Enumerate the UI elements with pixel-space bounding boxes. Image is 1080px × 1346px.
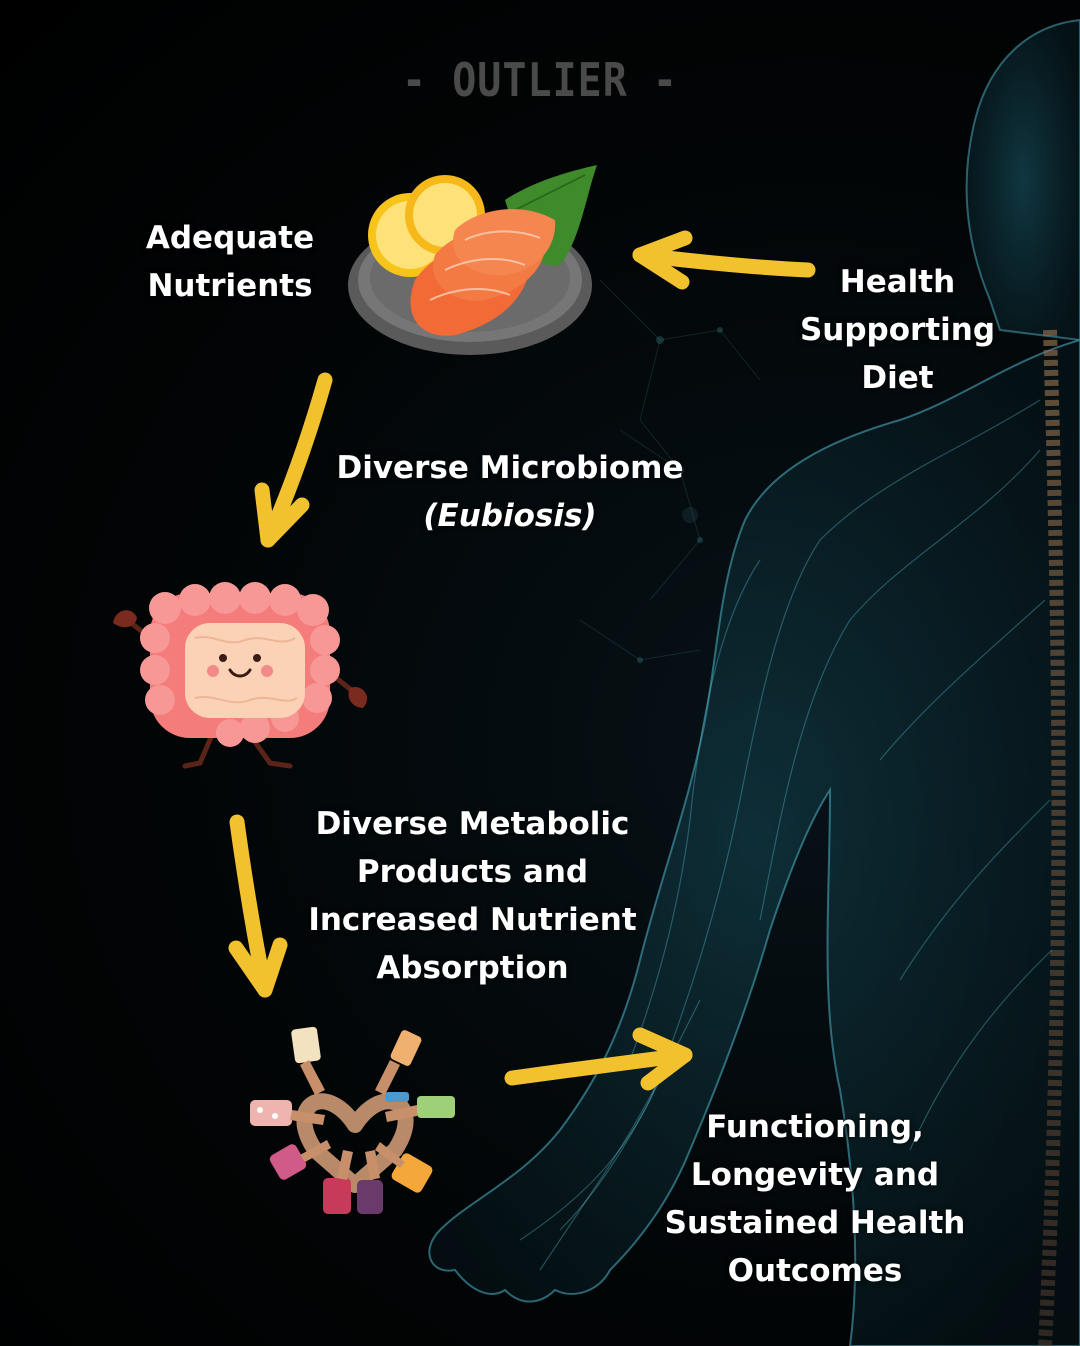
node-health-outcomes: Functioning, Longevity and Sustained Hea… xyxy=(660,1103,970,1295)
node-label-line: Diverse Metabolic xyxy=(315,806,630,842)
hands-heart-icon xyxy=(250,1026,455,1214)
node-label-line: Diverse Microbiome xyxy=(336,450,684,486)
node-label-line: Health xyxy=(839,264,956,300)
arrow-nutrients-to-microbiome xyxy=(254,372,333,548)
node-adequate-nutrients: Adequate Nutrients xyxy=(130,214,330,310)
node-label-line: Sustained Health xyxy=(664,1205,966,1241)
node-label-line: Functioning, xyxy=(706,1109,924,1145)
node-label-line: Absorption xyxy=(376,950,569,986)
salmon-plate-icon xyxy=(348,165,597,355)
brand-logo: - OUTLIER - xyxy=(0,55,1080,108)
node-label-line: Nutrients xyxy=(147,268,313,304)
arrow-diet-to-nutrients xyxy=(632,230,816,290)
node-label-line-italic: (Eubiosis) xyxy=(423,498,597,534)
node-label-line: Outcomes xyxy=(727,1253,903,1289)
node-health-supporting-diet: Health Supporting Diet xyxy=(790,258,1005,402)
node-label-line: Adequate xyxy=(145,220,315,256)
node-label-line: Supporting xyxy=(799,312,996,348)
node-diverse-microbiome: Diverse Microbiome (Eubiosis) xyxy=(330,444,690,540)
node-label-line: Products and xyxy=(356,854,589,890)
node-label-line: Longevity and xyxy=(690,1157,940,1193)
node-diverse-metabolic-products: Diverse Metabolic Products and Increased… xyxy=(300,800,645,992)
arrow-metabolic-to-outcomes xyxy=(504,1027,693,1091)
arrow-microbiome-to-metabolic xyxy=(228,814,288,998)
node-label-line: Increased Nutrient xyxy=(308,902,637,938)
intestine-character-icon xyxy=(113,582,368,769)
brand-name: - OUTLIER - xyxy=(402,54,678,108)
node-label-line: Diet xyxy=(861,360,934,396)
